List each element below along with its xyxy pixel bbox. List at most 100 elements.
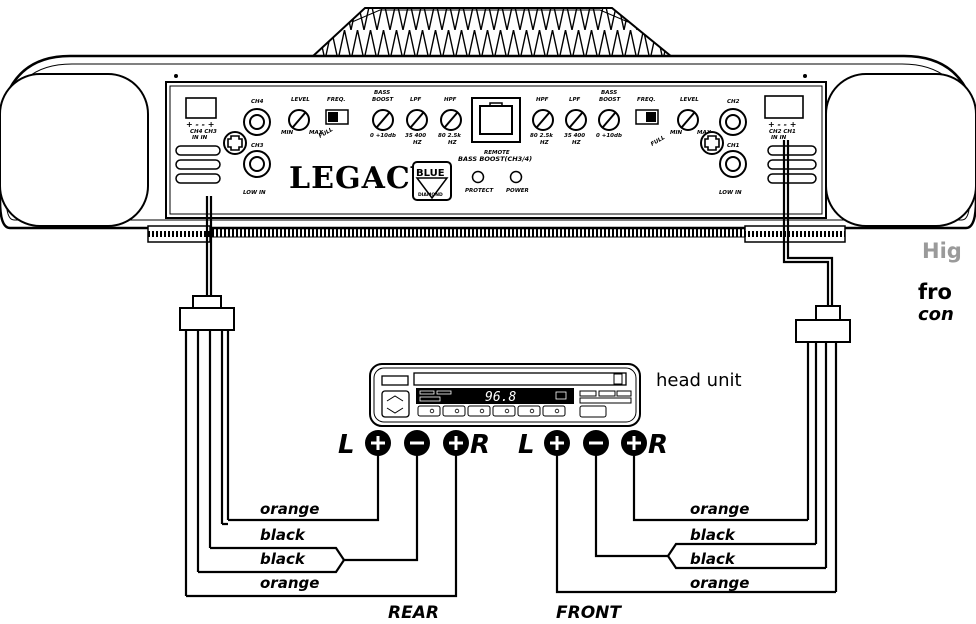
right-bass-label: BASS [601, 90, 617, 96]
left-bass-label: BASS [374, 90, 390, 96]
right-wire-label-orange-2: orange [690, 574, 749, 592]
head-unit-preset-buttons [417, 405, 566, 417]
left-level-min: MIN [281, 130, 294, 136]
left-ch-top-label: CH4 [251, 99, 264, 105]
right-wire-label-orange-1: orange [690, 500, 749, 518]
right-terminal-polarity: + - - + [768, 120, 796, 129]
front-right-label: R [648, 430, 668, 460]
right-bass-knob [598, 109, 620, 131]
right-wire-4 [555, 454, 836, 594]
right-freq-switch [635, 109, 659, 125]
right-rca-jack-top [719, 108, 747, 136]
left-hpf-hz: HZ [448, 140, 458, 146]
left-cable [205, 196, 213, 298]
right-level-min: MIN [670, 130, 683, 136]
logo-top-text: BLUE [416, 168, 445, 179]
right-freq-label: FREQ. [637, 97, 656, 103]
right-lpf-knob [565, 109, 587, 131]
heatsink-fins [309, 7, 675, 58]
right-hpf-hz: HZ [540, 140, 550, 146]
left-boost-label: BOOST [372, 97, 395, 103]
center-section: REMOTE BASS BOOST(CH3/4) PROTECT POWER L… [289, 97, 532, 201]
left-ch-bottom-label: CH3 [251, 143, 264, 149]
left-wire-4 [186, 454, 458, 598]
power-label: POWER [506, 188, 529, 194]
rear-right-label: R [470, 430, 490, 460]
right-low-in-label: LOW IN [719, 190, 742, 196]
front-negative-icon [583, 430, 609, 456]
left-level-label: LEVEL [291, 97, 310, 103]
left-low-in-label: LOW IN [243, 190, 266, 196]
left-controls: LEVEL MIN MAX FREQ. FULL BASS BOOST 0 +1… [281, 90, 462, 146]
right-lpf-hz: HZ [572, 140, 582, 146]
right-cable [782, 140, 834, 310]
left-lpf-knob [406, 109, 428, 131]
left-rca-jack-bottom [243, 150, 271, 178]
right-level-max: MAX [697, 130, 712, 136]
right-hpf-range: 80 2.5k [530, 133, 553, 139]
right-ch-bottom-label: CH1 [727, 143, 740, 149]
head-unit-display [416, 388, 574, 404]
left-wire-label-black-1: black [260, 526, 306, 544]
left-rca-connector [179, 295, 235, 331]
front-left-label: L [518, 430, 535, 460]
right-wire-label-black-1: black [690, 526, 736, 544]
right-input-section: CH2 CH1 LOW IN + - - + CH2 CH1 IN IN [700, 95, 817, 196]
left-bass-range: 0 +10db [370, 133, 396, 139]
front-terminals: L R [518, 430, 668, 460]
right-wire-bundle [806, 340, 838, 592]
right-hpf-label: HPF [536, 97, 549, 103]
protect-label: PROTECT [465, 188, 494, 194]
right-wire-1 [632, 454, 808, 522]
left-freq-label: FREQ. [327, 97, 346, 103]
remote-port [471, 97, 521, 143]
head-unit-label: head unit [656, 370, 742, 391]
rear-label: REAR [388, 603, 439, 623]
right-boost-label: BOOST [599, 97, 622, 103]
right-terminal-label-1: CH2 CH1 [769, 129, 796, 135]
rear-negative-icon [404, 430, 430, 456]
right-terminal-label-2: IN IN [771, 135, 787, 141]
left-lpf-range: 35 400 [405, 133, 426, 139]
rear-right-positive-icon [443, 430, 469, 456]
head-unit-cd-slot [413, 372, 627, 386]
right-level-knob [677, 109, 699, 131]
side-heading-line-2: fro [918, 280, 952, 304]
left-bass-knob [372, 109, 394, 131]
left-wire-2b [344, 454, 419, 562]
side-heading-line-3: con [918, 304, 954, 325]
right-rca-jack-bottom [719, 150, 747, 178]
right-level-label: LEVEL [680, 97, 699, 103]
right-hpf-knob [532, 109, 554, 131]
side-heading-line-1: Hig [922, 239, 962, 263]
front-left-positive-icon [544, 430, 570, 456]
bass-boost-ch-label: BASS BOOST(CH3/4) [458, 155, 532, 163]
rear-left-positive-icon [365, 430, 391, 456]
right-controls: HPF 80 2.5k HZ LPF 35 400 HZ BASS BOOST … [530, 90, 712, 148]
left-ground-screw-icon [223, 131, 247, 155]
logo-bottom-text: DIAMOND [418, 192, 443, 198]
left-slot-vents [175, 145, 221, 184]
left-terminal-label-1: CH4 CH3 [190, 129, 217, 135]
right-terminal-block [764, 95, 804, 119]
head-unit-rocker [381, 390, 410, 418]
left-hpf-knob [440, 109, 462, 131]
left-hpf-label: HPF [444, 97, 457, 103]
left-wire-1 [228, 454, 380, 522]
right-rca-connector [795, 305, 851, 343]
wiring [184, 140, 838, 598]
front-right-positive-icon [621, 430, 647, 456]
left-rca-jack-top [243, 108, 271, 136]
right-wire-2b [594, 454, 668, 558]
blue-diamond-logo: BLUE DIAMOND [412, 161, 452, 201]
brand-name: LEGACY [289, 161, 433, 196]
right-lpf-range: 35 400 [564, 133, 585, 139]
right-slot-vents [767, 145, 817, 184]
head-unit-frequency: 96.8 [485, 390, 516, 405]
head-unit: 96.8 [369, 363, 641, 427]
remote-label: REMOTE [484, 150, 510, 156]
left-wire-label-orange-2: orange [260, 574, 319, 592]
right-ch-top-label: CH2 [727, 99, 740, 105]
left-wire-bundle [184, 330, 230, 596]
